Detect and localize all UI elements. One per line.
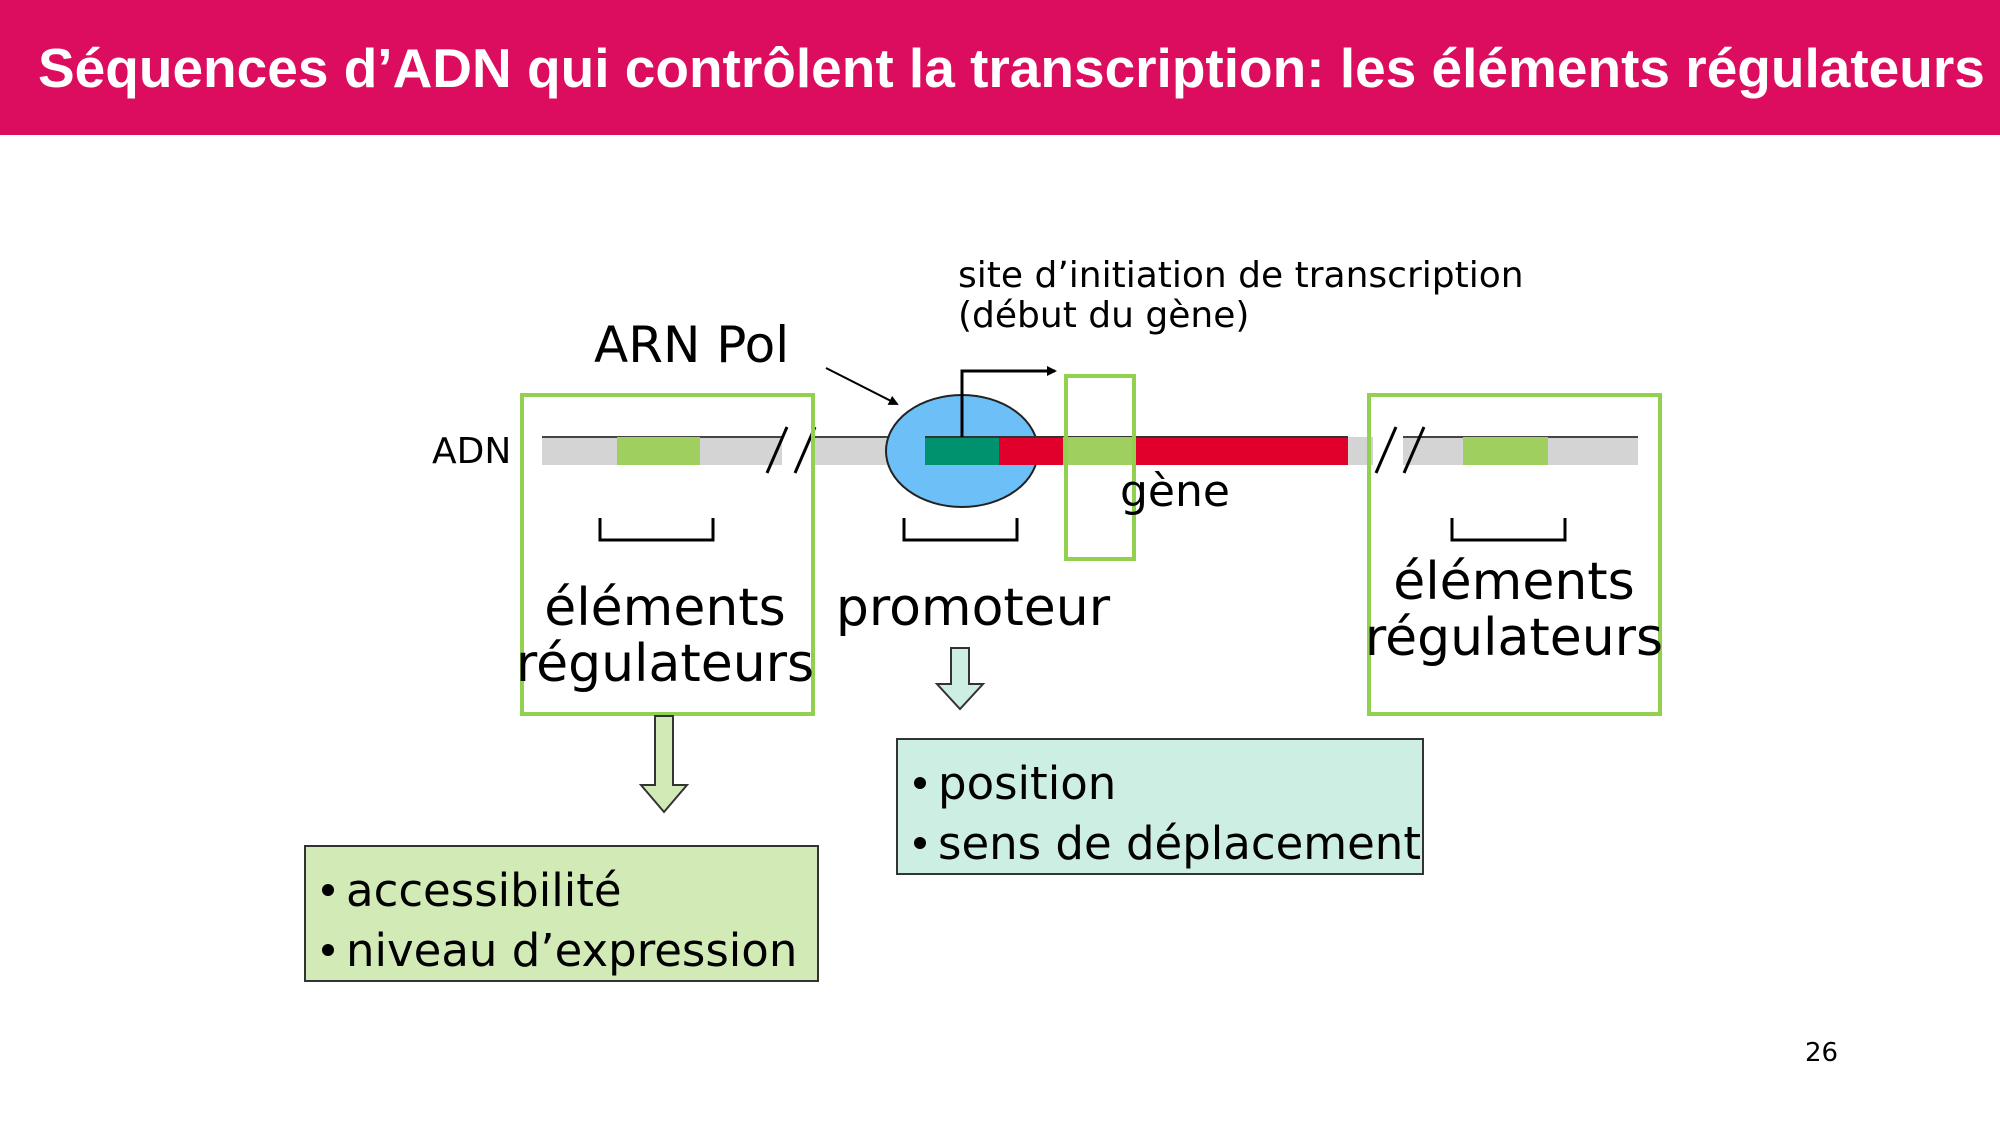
promoter-effect-item: sens de déplacement <box>914 814 1421 874</box>
polymerase-label: ARN Pol <box>594 316 790 374</box>
slide-header: Séquences d’ADN qui contrôlent la transc… <box>0 0 2000 135</box>
left-regulatory-label-line1: éléments <box>544 578 786 638</box>
right-regulatory-label-line1: éléments <box>1393 552 1635 612</box>
promoter-sequence <box>925 437 999 465</box>
left-regulatory-label-line2: régulateurs <box>515 634 815 694</box>
left-regulatory-bracket <box>598 518 715 542</box>
slide-title: Séquences d’ADN qui contrôlent la transc… <box>38 37 1985 99</box>
right-regulatory-box <box>1367 393 1662 716</box>
regulatory-effect-item: accessibilité <box>322 861 801 921</box>
bullet-icon <box>322 884 334 896</box>
promoter-effects-box: position sens de déplacement <box>896 738 1424 875</box>
dna-break-left <box>765 426 789 474</box>
regulatory-sequence-right <box>1463 437 1548 465</box>
regulatory-effect-item: niveau d’expression <box>322 921 801 981</box>
intron-regulatory-box <box>1064 374 1136 561</box>
tss-label-line1: site d’initiation de transcription <box>958 255 1524 296</box>
regulatory-effect-arrow <box>638 715 690 814</box>
promoter-bracket <box>902 518 1019 542</box>
dna-break-right <box>1374 426 1398 474</box>
left-regulatory-box <box>520 393 815 716</box>
right-regulatory-bracket <box>1450 518 1567 542</box>
bullet-icon <box>914 777 926 789</box>
page-number: 26 <box>1805 1038 1839 1068</box>
dna-label: ADN <box>432 431 512 472</box>
regulatory-effects-box: accessibilité niveau d’expression <box>304 845 819 982</box>
tss-label-line2: (début du gène) <box>958 295 1250 336</box>
promoter-label: promoteur <box>835 578 1111 638</box>
gene-label: gène <box>1120 466 1230 517</box>
regulatory-sequence-intron <box>1063 437 1135 465</box>
right-regulatory-label-line2: régulateurs <box>1364 608 1664 668</box>
bullet-icon <box>914 837 926 849</box>
regulatory-sequence-left <box>617 437 700 465</box>
polymerase-pointer-arrow <box>825 367 899 405</box>
bullet-icon <box>322 944 334 956</box>
gene-sequence <box>999 437 1348 465</box>
promoter-effect-arrow <box>934 647 986 711</box>
promoter-effect-item: position <box>914 754 1406 814</box>
transcription-start-arrow <box>960 366 1057 437</box>
